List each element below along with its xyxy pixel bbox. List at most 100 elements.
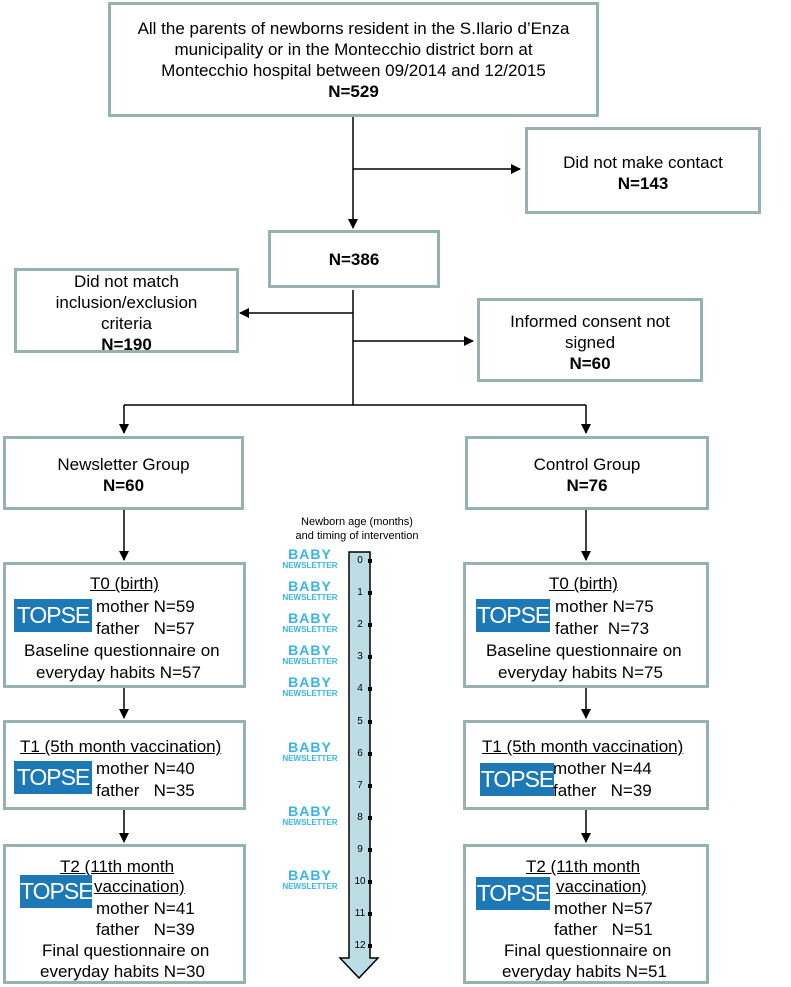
timeline-tick-9: 9 <box>357 843 363 855</box>
timeline-tick-7: 7 <box>357 779 363 791</box>
control-t0-title: T0 (birth) <box>549 574 618 593</box>
no-contact-count: N=143 <box>617 174 669 193</box>
timeline-tick-mark-5 <box>368 719 372 724</box>
control-t1-title: T1 (5th month vaccination) <box>482 737 684 756</box>
control-t0-father: father N=73 <box>555 619 650 638</box>
excluded-line-2: inclusion/exclusion <box>55 293 198 312</box>
timeline-tick-mark-1 <box>368 591 372 596</box>
newsletter-word: NEWSLETTER <box>282 689 338 699</box>
baby-word: BABY <box>288 867 332 883</box>
timeline-tick-12: 12 <box>354 940 366 952</box>
no-consent-count: N=60 <box>569 354 611 373</box>
population-line-3: Montecchio hospital between 09/2014 and … <box>161 61 546 80</box>
timeline-tick-11: 11 <box>354 908 366 920</box>
population-count: N=529 <box>328 82 379 101</box>
baby-word: BABY <box>288 802 332 819</box>
timeline-tick-mark-12 <box>368 944 372 949</box>
excluded-line-3: criteria <box>100 314 152 333</box>
newsletter-word: NEWSLETTER <box>282 625 338 635</box>
timeline-tick-mark-9 <box>368 847 372 852</box>
timeline-tick-10: 10 <box>354 876 366 887</box>
baby-word: BABY <box>288 610 332 627</box>
timeline-tick-mark-11 <box>368 912 372 917</box>
excluded-box: Did not match inclusion/exclusion criter… <box>14 268 239 354</box>
newsletter-group-label: Newsletter Group <box>57 455 190 474</box>
no-contact-label: Did not make contact <box>563 153 723 172</box>
newsletter-t2-title-1: T2 (11th month <box>60 857 175 876</box>
control-group-label: Control Group <box>533 455 641 474</box>
control-t2-title-1: T2 (11th month <box>526 857 641 876</box>
baby-word: BABY <box>288 738 332 755</box>
no-consent-line-1: Informed consent not <box>510 312 670 331</box>
control-t2-questionnaire-1: Final questionnaire on <box>504 941 672 960</box>
newsletter-t2-topse-logo: TOPSE <box>20 875 94 908</box>
control-t1-topse-logo: TOPSE <box>480 763 554 796</box>
baby-word: BABY <box>288 674 332 691</box>
baby-word: BABY <box>288 546 332 562</box>
newsletter-t0-father: father N=57 <box>96 619 195 638</box>
newsletter-t0-mother: mother N=59 <box>96 597 195 616</box>
newsletter-word: NEWSLETTER <box>282 817 338 827</box>
newsletter-t0-box: T0 (birth) TOPSE mother N=59 father N=57… <box>3 562 246 688</box>
control-t2-mother: mother N=57 <box>554 899 653 918</box>
newsletter-t0-title: T0 (birth) <box>90 574 159 593</box>
timeline-title-line-1: Newborn age (months) <box>301 516 413 528</box>
eligible-box: N=386 <box>268 230 440 288</box>
newsletter-group-count: N=60 <box>102 476 145 495</box>
newsletter-t2-questionnaire-2: everyday habits N=30 <box>40 962 205 981</box>
newsletter-word: NEWSLETTER <box>282 657 338 667</box>
timeline-tick-8: 8 <box>357 811 363 823</box>
timeline-tick-mark-8 <box>368 815 372 820</box>
timeline-title: Newborn age (months) and timing of inter… <box>262 515 452 543</box>
newsletter-word: NEWSLETTER <box>282 561 338 570</box>
newsletter-word: NEWSLETTER <box>282 593 338 603</box>
timeline-tick-mark-7 <box>368 783 372 788</box>
timeline-tick-mark-2 <box>368 623 372 628</box>
population-line-2: municipality or in the Montecchio distri… <box>174 40 533 59</box>
control-t2-father: father N=51 <box>554 920 653 939</box>
eligible-count: N=386 <box>328 250 380 269</box>
control-t0-mother: mother N=75 <box>555 597 654 616</box>
newsletter-word: NEWSLETTER <box>282 753 338 763</box>
timeline-tick-0: 0 <box>357 555 363 566</box>
newsletter-word: NEWSLETTER <box>282 882 338 891</box>
control-group-box: Control Group N=76 <box>465 436 709 510</box>
timeline-tick-mark-0 <box>368 559 372 563</box>
control-t1-box: T1 (5th month vaccination) TOPSE mother … <box>463 720 709 810</box>
newsletter-t1-title: T1 (5th month vaccination) <box>20 737 222 756</box>
control-t2-box: T2 (11th month vaccination) TOPSE mother… <box>463 844 709 984</box>
excluded-line-1: Did not match <box>74 272 179 291</box>
timeline-tick-1: 1 <box>357 587 363 599</box>
no-consent-line-2: signed <box>564 333 616 352</box>
population-box: All the parents of newborns resident in … <box>108 2 599 117</box>
timeline-tick-mark-10 <box>368 880 372 884</box>
no-contact-box: Did not make contact N=143 <box>525 127 761 214</box>
timeline-tick-4: 4 <box>357 683 363 695</box>
timeline-title-line-2: and timing of intervention <box>295 530 419 542</box>
newsletter-t2-father: father N=39 <box>96 920 195 939</box>
control-t1-mother: mother N=44 <box>553 759 652 778</box>
timeline-tick-mark-4 <box>368 687 372 692</box>
newsletter-t0-topse-logo: TOPSE <box>14 599 92 632</box>
newsletter-group-box: Newsletter Group N=60 <box>3 436 244 510</box>
timeline-tick-3: 3 <box>357 651 363 663</box>
newsletter-t2-title-2: vaccination) <box>94 877 185 896</box>
newsletter-t1-mother: mother N=40 <box>96 759 195 778</box>
timeline-tick-mark-6 <box>368 751 372 756</box>
newsletter-t0-questionnaire-1: Baseline questionnaire on <box>24 641 220 660</box>
no-consent-box: Informed consent not signed N=60 <box>477 298 703 382</box>
population-line-1: All the parents of newborns resident in … <box>137 19 570 38</box>
control-t2-topse-logo: TOPSE <box>476 877 550 910</box>
newsletter-t1-topse-logo: TOPSE <box>14 761 92 794</box>
newsletter-t0-questionnaire-2: everyday habits N=57 <box>36 663 201 682</box>
baby-word: BABY <box>288 642 332 659</box>
newsletter-t2-mother: mother N=41 <box>96 899 195 918</box>
excluded-count: N=190 <box>101 335 152 354</box>
newsletter-t1-father: father N=35 <box>96 781 195 800</box>
